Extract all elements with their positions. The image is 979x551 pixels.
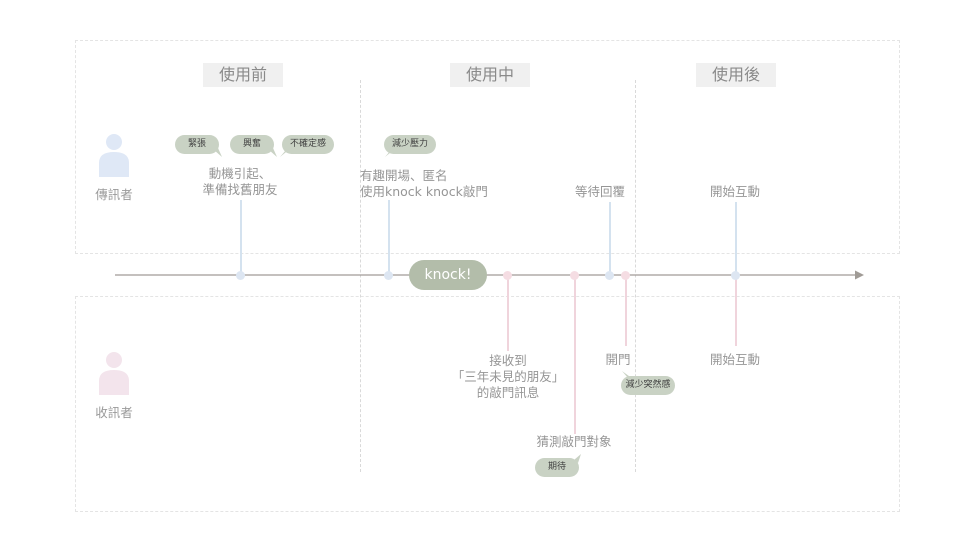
sender-stem-1: [240, 200, 242, 274]
phase-divider-2: [635, 80, 636, 472]
receiver-role-label: 收訊者: [95, 405, 133, 420]
sender-event-interaction: 開始互動: [709, 184, 760, 199]
sender-dot-2: [384, 271, 393, 280]
sender-event-waiting: 等待回覆: [574, 184, 625, 199]
receiver-stem-4: [735, 276, 737, 346]
sender-stem-3: [609, 202, 611, 274]
sender-dot-3: [605, 271, 614, 280]
receiver-event-open: 開門: [605, 352, 631, 367]
receiver-stem-2: [574, 276, 576, 434]
phase-before-label: 使用前: [203, 63, 283, 87]
sender-event-knock: 有趣開場、匿名 使用knock knock敲門: [360, 168, 488, 199]
phase-divider-1: [360, 80, 361, 472]
receiver-event-guess: 猜測敲門對象: [536, 434, 612, 449]
receiver-event-receive: 接收到 「三年未見的朋友」 的敲門訊息: [451, 353, 565, 400]
emotion-bubble-nervous: 緊張: [175, 135, 219, 154]
sender-lane-box: [75, 40, 900, 254]
emotion-bubble-anticipation: 期待: [535, 458, 579, 477]
emotion-bubble-excited: 興奮: [230, 135, 274, 154]
receiver-avatar-icon: [99, 352, 129, 395]
sender-avatar-icon: [99, 134, 129, 177]
sender-stem-2: [388, 200, 390, 274]
receiver-dot-2: [570, 271, 579, 280]
emotion-bubble-less-pressure: 減少壓力: [384, 135, 436, 154]
phase-after-label: 使用後: [696, 63, 776, 87]
receiver-dot-3: [621, 271, 630, 280]
sender-stem-4: [735, 202, 737, 274]
sender-event-motivation: 動機引起、 準備找舊朋友: [202, 166, 278, 197]
phase-during-label: 使用中: [450, 63, 530, 87]
sender-role-label: 傳訊者: [95, 187, 133, 202]
sender-dot-4: [731, 271, 740, 280]
receiver-event-interaction: 開始互動: [709, 352, 760, 367]
knock-event-badge: knock!: [409, 260, 487, 290]
receiver-lane-box: [75, 296, 900, 512]
receiver-dot-1: [503, 271, 512, 280]
sender-dot-1: [236, 271, 245, 280]
emotion-bubble-uncertain: 不確定感: [282, 135, 334, 154]
emotion-bubble-less-abrupt: 減少突然感: [621, 376, 675, 395]
receiver-stem-1: [507, 276, 509, 351]
receiver-stem-3: [625, 276, 627, 346]
